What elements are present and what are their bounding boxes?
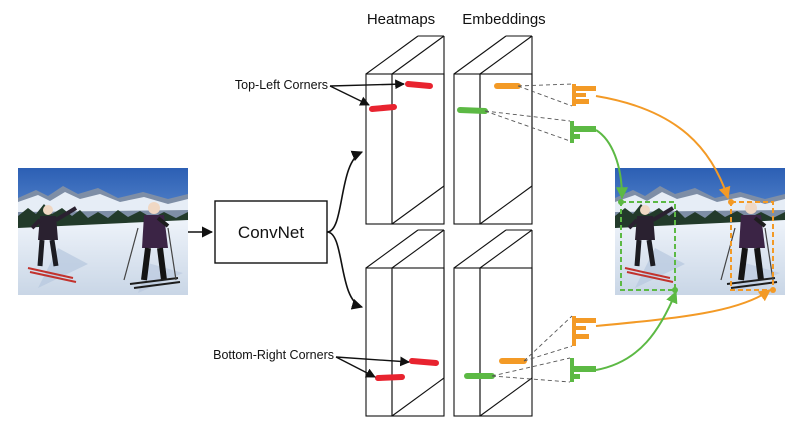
bottom-embedding-volume	[453, 229, 533, 417]
heatmaps-header: Heatmaps	[367, 11, 435, 28]
arrow-convnet-to-bottom	[326, 231, 364, 310]
top-left-corners-label: Top-Left Corners	[235, 78, 328, 92]
input-image	[18, 168, 188, 295]
output-image	[615, 168, 785, 295]
embedding-projection-lines	[484, 83, 573, 383]
bottom-orange-curve-arrow	[595, 289, 771, 327]
embeddings-header: Embeddings	[462, 11, 545, 28]
arrow-convnet-to-top	[326, 150, 364, 233]
bottom-orange-embedding-vector	[572, 316, 596, 346]
top-left-mark-1	[405, 81, 433, 89]
orange-detection-box	[730, 201, 774, 291]
green-detection-box	[620, 201, 676, 291]
bottom-heatmap-volume	[365, 229, 445, 417]
top-green-curve-arrow	[595, 129, 628, 200]
bottom-right-corners-label: Bottom-Right Corners	[213, 348, 334, 362]
top-green-embedding-vector	[570, 121, 596, 143]
top-embedding-green	[457, 107, 488, 114]
convnet-box: ConvNet	[214, 200, 328, 264]
convnet-label: ConvNet	[238, 223, 304, 242]
top-embedding-volume	[453, 35, 533, 225]
top-heatmap-volume	[365, 35, 445, 225]
top-left-pointer-1	[329, 79, 405, 90]
top-left-mark-2	[369, 104, 397, 112]
bottom-right-pointer-2	[335, 356, 376, 378]
bottom-right-pointer-1	[335, 356, 410, 367]
bottom-green-curve-arrow	[595, 290, 678, 371]
bottom-right-mark-2	[375, 374, 405, 381]
bottom-green-embedding-vector	[570, 358, 596, 382]
top-left-pointer-2	[329, 85, 370, 106]
top-orange-curve-arrow	[595, 95, 731, 200]
top-orange-embedding-vector	[572, 84, 596, 106]
bottom-right-mark-1	[409, 358, 439, 366]
